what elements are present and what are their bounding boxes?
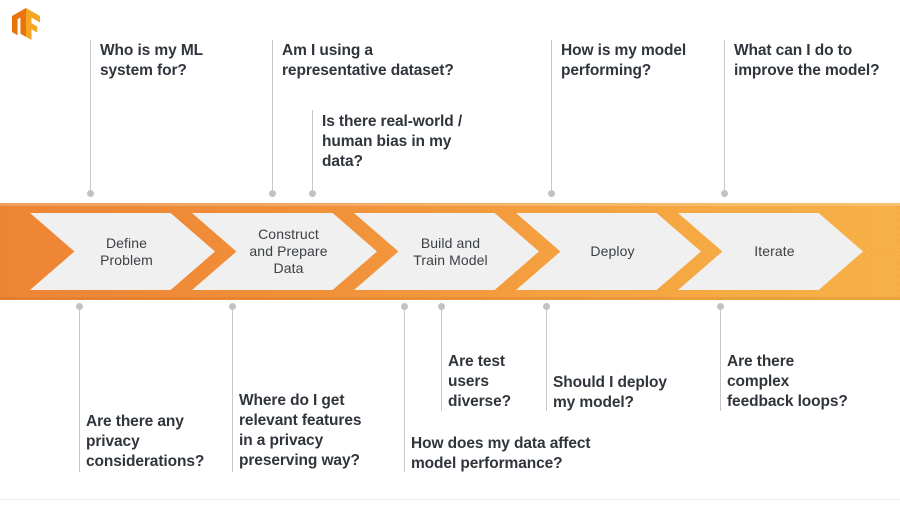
- leader-line-should-i-deploy-my-model: [546, 307, 547, 411]
- callout-should-i-deploy-my-model: Should I deploy my model?: [553, 374, 667, 411]
- leader-dot-what-can-i-do-to-improve-the-model: [721, 190, 728, 197]
- callout-are-there-any-privacy-considerations: Are there any privacy considerations?: [86, 413, 205, 470]
- leader-dot-how-is-my-model-performing: [548, 190, 555, 197]
- leader-line-where-do-i-get-relevant-features: [232, 307, 233, 472]
- leader-dot-who-is-my-ml-system-for: [87, 190, 94, 197]
- tensorflow-logo: [12, 8, 40, 40]
- callout-where-do-i-get-relevant-features: Where do I get relevant features in a pr…: [239, 392, 362, 469]
- stage-label-build-and-train-model: Build and Train Model: [413, 234, 488, 268]
- callout-are-there-complex-feedback-loops: Are there complex feedback loops?: [727, 353, 848, 410]
- callout-how-is-my-model-performing: How is my model performing?: [561, 42, 687, 79]
- leader-dot-how-does-my-data-affect-model-performance: [401, 303, 408, 310]
- leader-line-are-test-users-diverse: [441, 307, 442, 411]
- leader-line-am-i-using-a-representative-dataset: [272, 40, 273, 193]
- callout-what-can-i-do-to-improve-the-model: What can I do to improve the model?: [734, 42, 880, 79]
- leader-dot-is-there-real-world-human-bias: [309, 190, 316, 197]
- leader-dot-am-i-using-a-representative-dataset: [269, 190, 276, 197]
- leader-line-how-does-my-data-affect-model-performance: [404, 307, 405, 472]
- callout-who-is-my-ml-system-for: Who is my ML system for?: [100, 42, 203, 79]
- leader-dot-are-test-users-diverse: [438, 303, 445, 310]
- leader-dot-are-there-any-privacy-considerations: [76, 303, 83, 310]
- callout-how-does-my-data-affect-model-performance: How does my data affect model performanc…: [411, 435, 591, 472]
- leader-line-are-there-any-privacy-considerations: [79, 307, 80, 472]
- callout-am-i-using-a-representative-dataset: Am I using a representative dataset?: [282, 42, 454, 79]
- stage-deploy[interactable]: Deploy: [516, 213, 701, 290]
- leader-line-are-there-complex-feedback-loops: [720, 307, 721, 411]
- leader-dot-are-there-complex-feedback-loops: [717, 303, 724, 310]
- leader-line-is-there-real-world-human-bias: [312, 110, 313, 193]
- leader-dot-should-i-deploy-my-model: [543, 303, 550, 310]
- stage-label-deploy: Deploy: [590, 243, 635, 259]
- stage-label-iterate: Iterate: [754, 243, 795, 259]
- leader-line-how-is-my-model-performing: [551, 40, 552, 193]
- band-bottom-shadow: [0, 297, 900, 300]
- stage-build-and-train-model[interactable]: Build and Train Model: [354, 213, 539, 290]
- callout-is-there-real-world-human-bias: Is there real-world / human bias in my d…: [322, 113, 463, 170]
- band-top-highlight: [0, 203, 900, 206]
- leader-line-who-is-my-ml-system-for: [90, 40, 91, 193]
- stage-label-construct-and-prepare-data: Construct and Prepare Data: [249, 226, 328, 276]
- footer-divider: [0, 499, 900, 500]
- leader-dot-where-do-i-get-relevant-features: [229, 303, 236, 310]
- callout-are-test-users-diverse: Are test users diverse?: [448, 353, 511, 410]
- stage-label-define-problem: Define Problem: [100, 234, 153, 268]
- leader-line-what-can-i-do-to-improve-the-model: [724, 40, 725, 193]
